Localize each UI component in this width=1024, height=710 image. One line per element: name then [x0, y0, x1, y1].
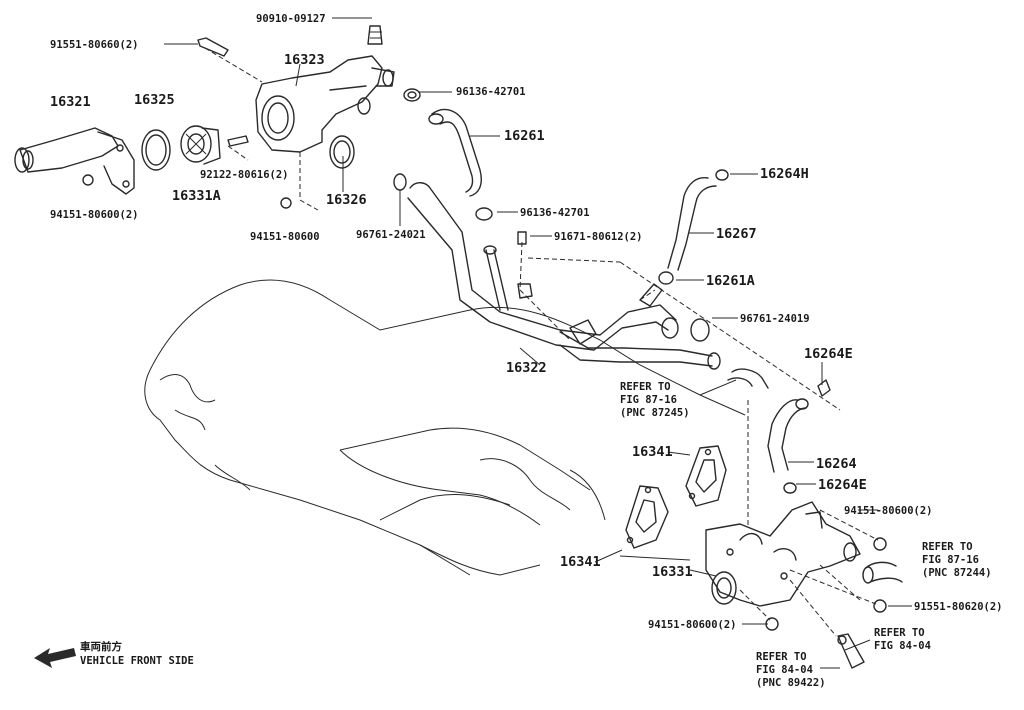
hose-16261	[428, 108, 482, 197]
engine-silhouette	[144, 279, 746, 576]
stud-92122	[227, 135, 249, 147]
vehicle-front-legend: 車両前方 VEHICLE FRONT SIDE	[34, 640, 194, 668]
label-16326: 16326	[326, 192, 367, 208]
plug-90910	[367, 25, 383, 45]
nut-94151-a	[82, 174, 94, 186]
label-16261A: 16261A	[706, 273, 755, 289]
bolt-91671	[517, 231, 527, 245]
hose-16264	[767, 398, 809, 473]
label-91671-80612: 91671-80612(2)	[554, 231, 643, 243]
label-16341-b: 16341	[560, 554, 601, 570]
hose-87244	[862, 561, 903, 584]
label-16331A: 16331A	[172, 188, 221, 204]
label-16325: 16325	[134, 92, 175, 108]
housing-16331	[705, 501, 861, 607]
nut-94151-c	[873, 537, 887, 551]
ref-note-1-line-1: REFER TO	[620, 381, 671, 393]
ref-note-3-line-2: FIG 84-04	[874, 640, 931, 652]
water-outlet-16323	[255, 55, 395, 153]
water-pipe-16322	[407, 182, 721, 370]
gasket-16341-lower	[625, 485, 669, 549]
ref-note-4-line-1: REFER TO	[756, 651, 807, 663]
label-92122-80616: 92122-80616(2)	[200, 169, 289, 181]
label-16264: 16264	[816, 456, 857, 472]
ref-note-1-line-2: FIG 87-16	[620, 394, 677, 406]
reference-notes: REFER TO FIG 87-16 (PNC 87245) REFER TO …	[620, 381, 992, 689]
nut-94151-b	[280, 197, 292, 209]
legend-english: VEHICLE FRONT SIDE	[80, 655, 194, 667]
ref-note-1-line-3: (PNC 87245)	[620, 407, 690, 419]
label-16267: 16267	[716, 226, 757, 242]
label-16261: 16261	[504, 128, 545, 144]
nut-94151-d	[765, 617, 779, 631]
label-96136-42701-b: 96136-42701	[520, 207, 590, 219]
oring-96761-a	[393, 173, 407, 191]
part-labels: 90910-09127 91551-80660(2) 16323 96136-4…	[50, 13, 1003, 631]
label-94151-80600-a: 94151-80600(2)	[50, 209, 139, 221]
water-inlet-16321	[14, 127, 135, 195]
gasket-16341-upper	[685, 445, 727, 507]
ref-note-2-line-1: REFER TO	[922, 541, 973, 553]
ref-note-3-line-1: REFER TO	[874, 627, 925, 639]
hose-16267	[667, 177, 717, 271]
label-94151-80600-b: 94151-80600	[250, 231, 320, 243]
label-91551-80620: 91551-80620(2)	[914, 601, 1003, 613]
label-16321: 16321	[50, 94, 91, 110]
clamp-16264E-b	[783, 482, 797, 494]
ref-note-4-line-2: FIG 84-04	[756, 664, 813, 676]
clamp-16264H	[715, 169, 729, 181]
oring-96761-b	[690, 318, 710, 342]
clamp-16264E-a	[817, 379, 831, 397]
clamp-96136-a	[403, 88, 421, 102]
label-16322: 16322	[506, 360, 547, 376]
sensor-89422	[837, 633, 865, 669]
front-arrow-icon	[34, 648, 76, 668]
label-16264E-b: 16264E	[818, 477, 867, 493]
label-96761-24021: 96761-24021	[356, 229, 426, 241]
label-90910-09127: 90910-09127	[256, 13, 326, 25]
legend-japanese: 車両前方	[80, 640, 122, 653]
label-16331: 16331	[652, 564, 693, 580]
ref-note-4-line-3: (PNC 89422)	[756, 677, 826, 689]
thermostat-16331A	[180, 125, 221, 165]
label-91551-80660: 91551-80660(2)	[50, 39, 139, 51]
label-16323: 16323	[284, 52, 325, 68]
label-16264E-a: 16264E	[804, 346, 853, 362]
label-16341-a: 16341	[632, 444, 673, 460]
bolt-91551-a	[197, 37, 229, 57]
label-16264H: 16264H	[760, 166, 809, 182]
bolt-91551-b	[873, 599, 887, 613]
label-94151-80600-c: 94151-80600(2)	[844, 505, 933, 517]
gasket-16326	[329, 135, 355, 169]
ref-note-2-line-2: FIG 87-16	[922, 554, 979, 566]
leader-lines	[164, 17, 912, 669]
clamp-96136-b	[475, 207, 493, 221]
hose-87245	[727, 368, 769, 389]
label-96136-42701-a: 96136-42701	[456, 86, 526, 98]
gasket-16325	[141, 129, 171, 171]
label-94151-80600-d: 94151-80600(2)	[648, 619, 737, 631]
label-96761-24019: 96761-24019	[740, 313, 810, 325]
clamp-16261A	[658, 271, 674, 285]
ref-note-2-line-3: (PNC 87244)	[922, 567, 992, 579]
